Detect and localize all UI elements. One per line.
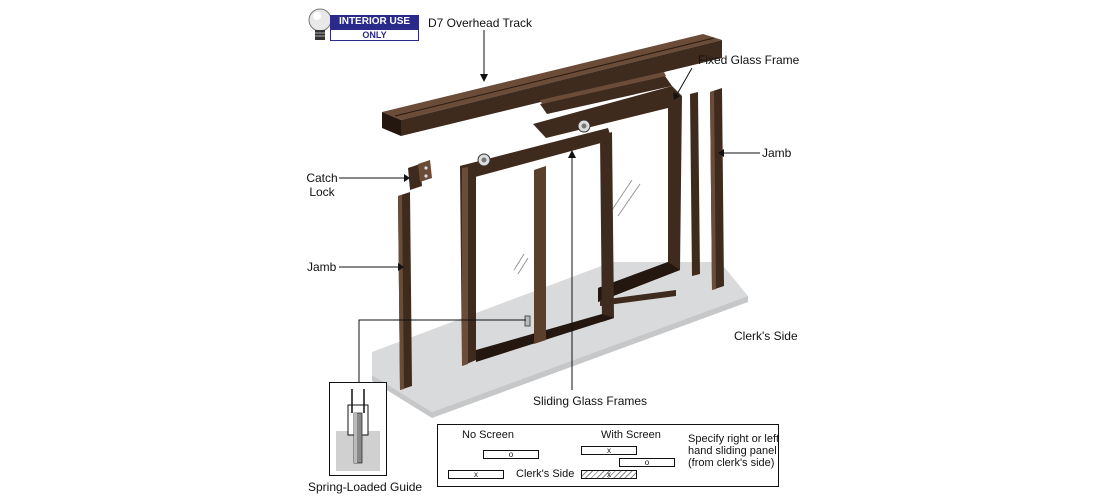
counter-base [372, 262, 748, 412]
screen-legend: No Screen With Screen Specify right or l… [437, 424, 779, 487]
arrow-fixed-frame [673, 92, 680, 100]
legend-no-screen-fixed-panel: x [448, 470, 504, 479]
lightbulb-icon [308, 8, 332, 40]
label-catch-lock-line-1: Catch [306, 171, 338, 185]
legend-no-screen: No Screen [462, 429, 514, 441]
badge-line-1: INTERIOR USE [330, 15, 419, 29]
overhead-track-side [401, 40, 722, 136]
legend-with-screen: With Screen [601, 429, 661, 441]
arrow-catch-lock [404, 174, 410, 182]
overhead-track-groove [394, 37, 715, 117]
sliding-glass-reflection-2 [517, 257, 529, 275]
spring-guide-detail-illustration [336, 389, 380, 471]
label-spring-loaded-guide: Spring-Loaded Guide [308, 480, 423, 494]
catch-lock-body [408, 164, 422, 190]
arrow-jamb-right [718, 149, 724, 157]
jamb-right-piece-1 [690, 92, 700, 276]
label-overhead-track: D7 Overhead Track [428, 16, 533, 30]
legend-with-screen-fixed-panel: x [581, 446, 637, 455]
label-jamb-left: Jamb [307, 260, 337, 274]
roller-2-hub [581, 123, 587, 129]
label-catch-lock: Catch Lock [303, 171, 341, 199]
fixed-frame-top-bar [540, 76, 672, 114]
roller-1-hub [481, 157, 487, 163]
sliding-frame-right [600, 132, 614, 322]
label-clerks-side: Clerk's Side [734, 329, 798, 343]
leader-lines [339, 30, 760, 390]
sliding-frame-bottom-rail [600, 290, 676, 306]
spring-guide-inset [329, 382, 387, 476]
arrow-jamb-left [398, 263, 404, 271]
legend-screen-panel: x [581, 470, 637, 479]
jamb-right-piece-2-face [710, 91, 716, 290]
badge-line-2: ONLY [330, 29, 419, 41]
legend-clerks-side: Clerk's Side [516, 468, 575, 480]
interior-use-badge: INTERIOR USE ONLY [308, 7, 420, 43]
sliding-frame-top [460, 128, 612, 180]
catch-lock-screw-2 [424, 174, 428, 178]
overhead-track-face [382, 112, 401, 136]
leader-fixed-frame [675, 67, 693, 97]
legend-with-screen-sliding-panel: o [619, 458, 675, 467]
fixed-frame-outer [533, 86, 682, 302]
arrow-sliding-frames [568, 150, 576, 158]
label-sliding-glass-frames: Sliding Glass Frames [533, 394, 648, 408]
sliding-frame-inner-mullion [534, 166, 546, 344]
sliding-glass-reflection-1 [513, 253, 525, 271]
sliding-frame-left-face [462, 167, 468, 366]
jamb-left-face [398, 195, 404, 390]
fixed-frame-top-strip [540, 72, 666, 104]
fixed-glass-reflection-2 [617, 183, 641, 217]
label-fixed-glass-frame: Fixed Glass Frame [698, 53, 800, 67]
leader-spring-guide [358, 319, 526, 384]
legend-note: Specify right or left hand sliding panel… [688, 433, 780, 469]
fixed-frame-bottom [598, 262, 680, 302]
label-jamb-right: Jamb [762, 146, 792, 160]
catch-lock-screw-1 [424, 166, 428, 170]
arrow-overhead-track [480, 74, 488, 82]
fixed-glass-reflection-1 [611, 179, 633, 211]
spring-guide-pin [524, 315, 531, 327]
legend-no-screen-sliding-panel: o [483, 450, 539, 459]
catch-lock-plate [418, 160, 432, 182]
label-catch-lock-line-2: Lock [309, 185, 335, 199]
